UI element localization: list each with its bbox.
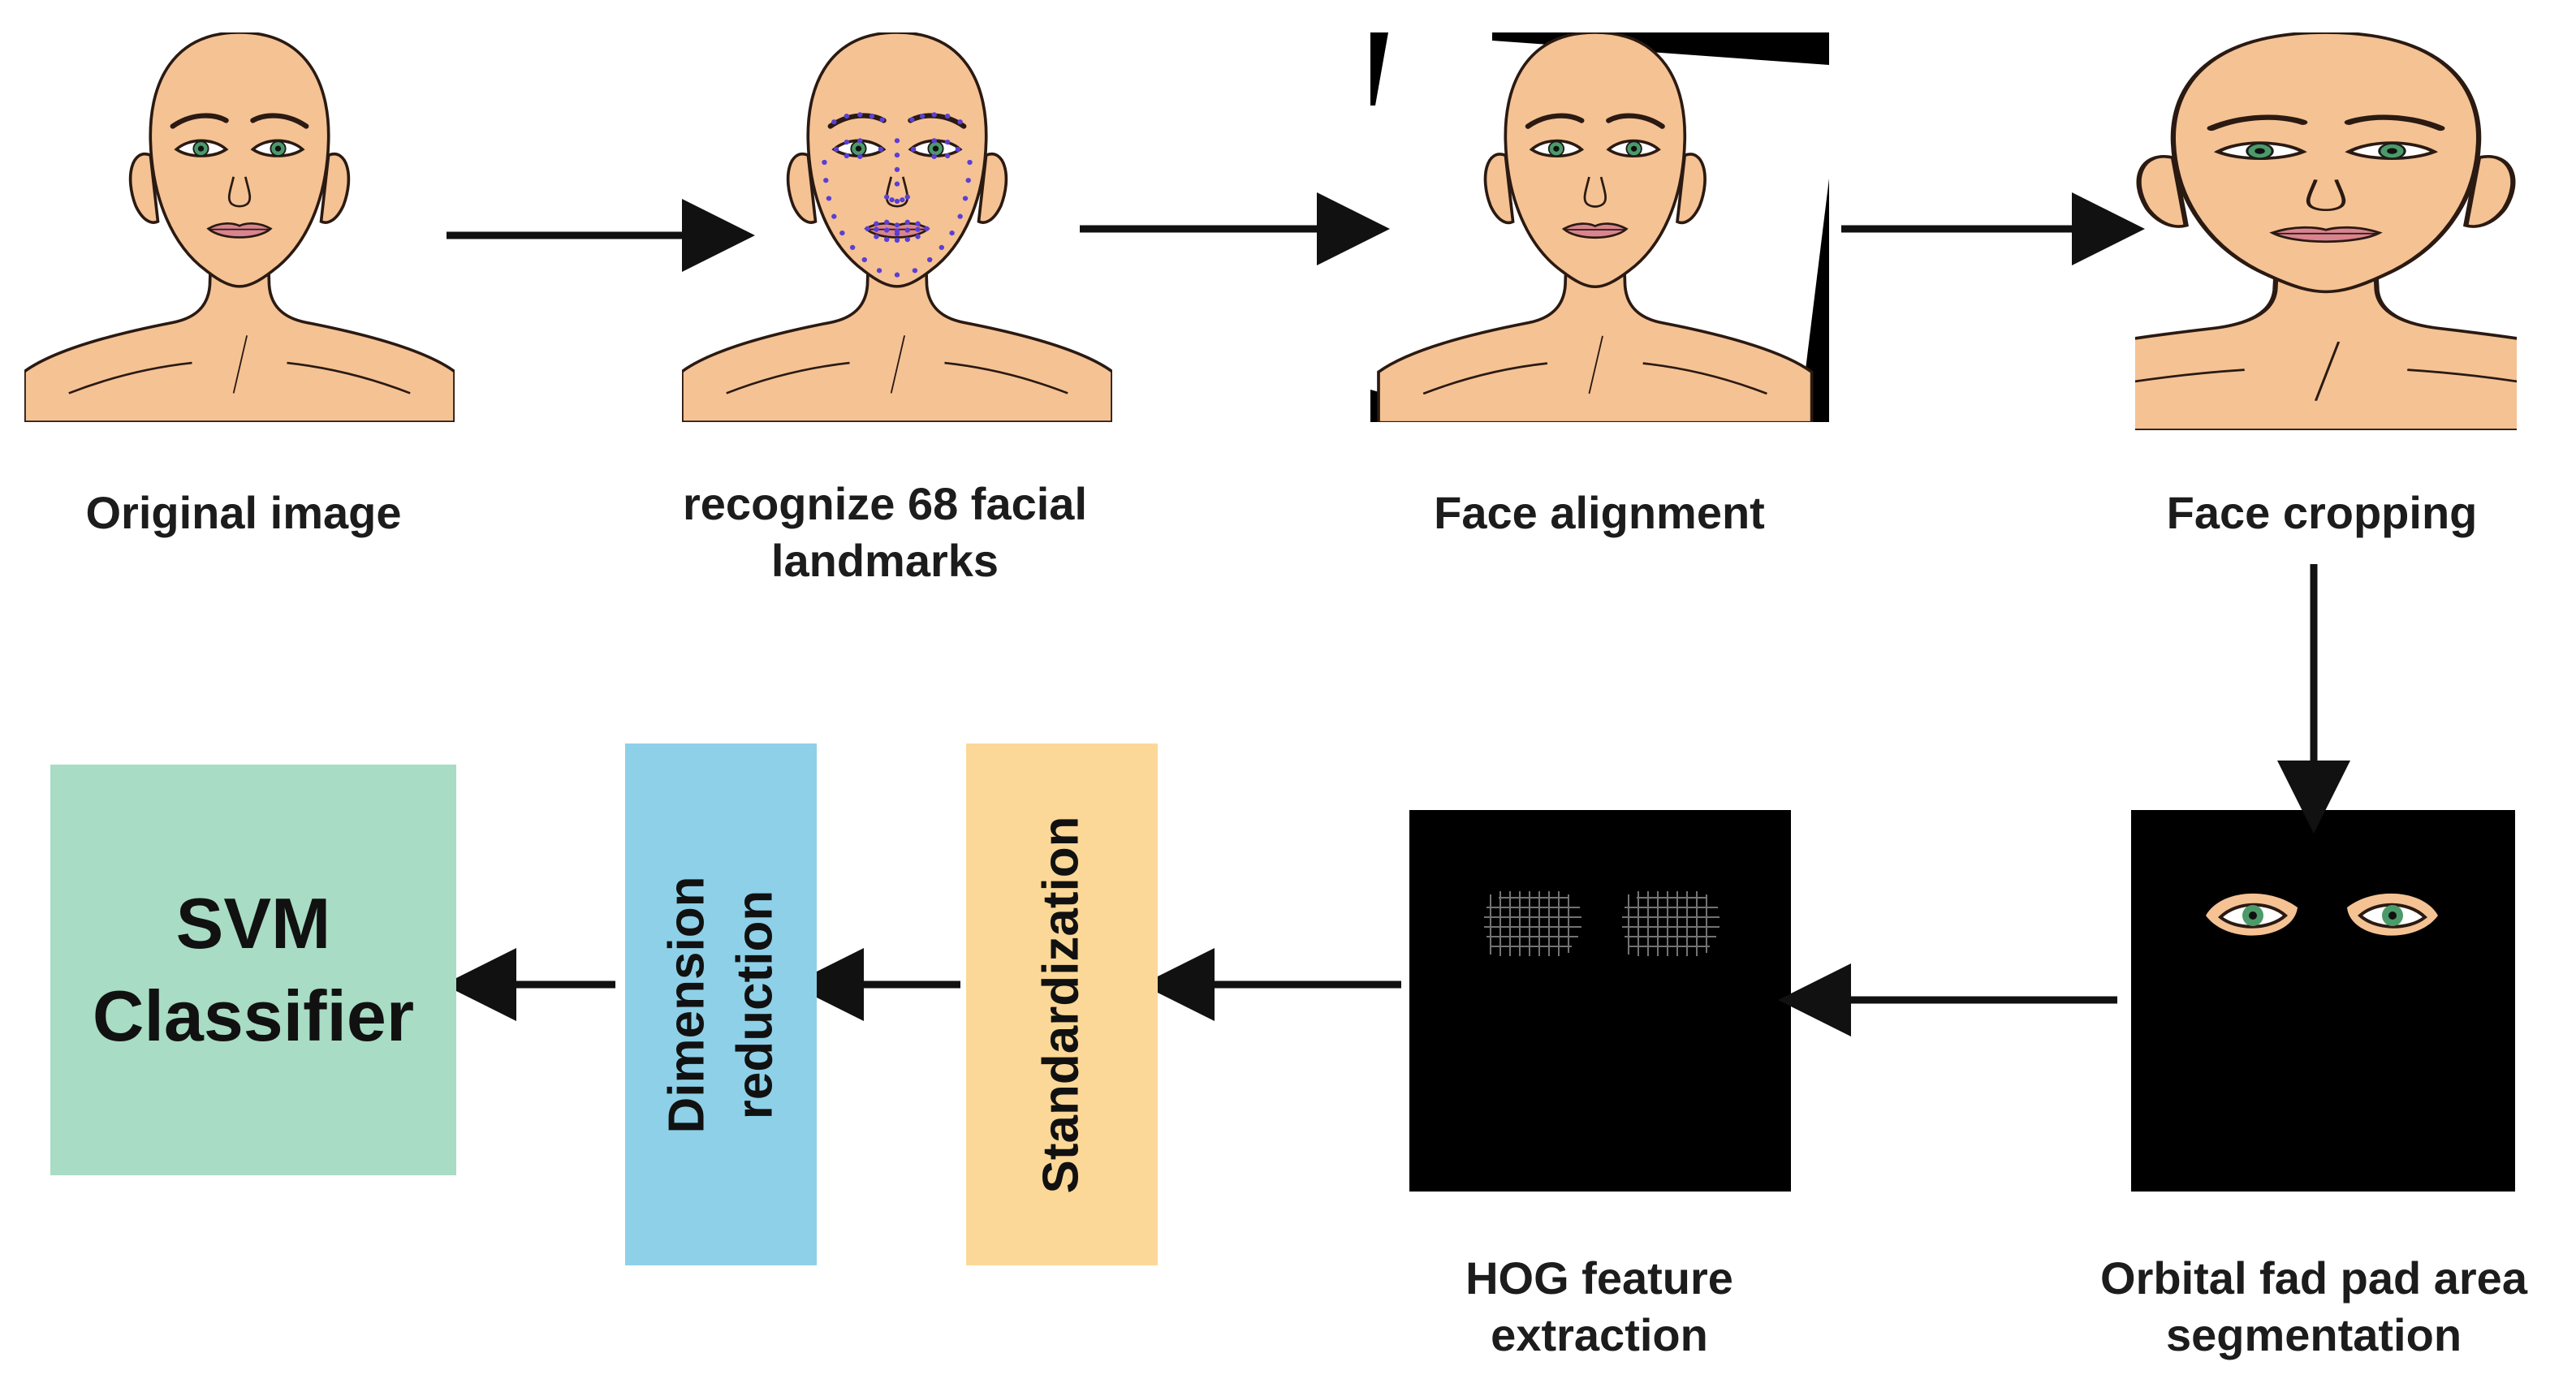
standardization-box: Standardization	[966, 743, 1158, 1265]
caption-hog: HOG feature extraction	[1364, 1250, 1835, 1364]
face-aligned-icon	[1370, 32, 1829, 422]
caption-segmentation-line2: segmentation	[2165, 1309, 2462, 1360]
caption-original-text: Original image	[85, 487, 402, 538]
svm-label-line2: Classifier	[92, 976, 415, 1056]
hog-feature-image	[1409, 810, 1791, 1192]
svm-classifier-label: SVM Classifier	[93, 877, 414, 1062]
caption-cropping-text: Face cropping	[2166, 487, 2478, 538]
caption-hog-line2: extraction	[1491, 1309, 1708, 1360]
dimension-reduction-line1: Dimension	[658, 876, 714, 1133]
landmark-points	[822, 112, 973, 278]
caption-segmentation: Orbital fad pad area segmentation	[2062, 1250, 2565, 1364]
caption-landmarks-line2: landmarks	[770, 535, 999, 586]
caption-landmarks-line1: recognize 68 facial	[682, 478, 1087, 529]
caption-landmarks: recognize 68 facial landmarks	[625, 476, 1145, 589]
hog-feature-map-icon	[1484, 891, 1719, 956]
dimension-reduction-label: Dimension reduction	[653, 876, 789, 1133]
dimension-reduction-line2: reduction	[727, 890, 783, 1119]
caption-face-cropping: Face cropping	[2095, 485, 2549, 541]
svm-label-line1: SVM	[175, 883, 331, 963]
aligned-face-image	[1370, 32, 1829, 422]
caption-original-image: Original image	[32, 485, 455, 541]
segmentation-image	[2131, 810, 2515, 1192]
face-landmarks-icon	[682, 32, 1112, 422]
standardization-label: Standardization	[1033, 815, 1090, 1194]
dimension-reduction-box: Dimension reduction	[625, 743, 817, 1265]
caption-alignment-text: Face alignment	[1434, 487, 1765, 538]
caption-hog-line1: HOG feature	[1465, 1252, 1733, 1304]
eye-region-mask-icon	[2206, 893, 2438, 936]
landmarks-face-image	[682, 32, 1112, 422]
svm-classifier-box: SVM Classifier	[50, 765, 456, 1175]
caption-segmentation-line1: Orbital fad pad area	[2100, 1252, 2527, 1304]
caption-face-alignment: Face alignment	[1364, 485, 1835, 541]
